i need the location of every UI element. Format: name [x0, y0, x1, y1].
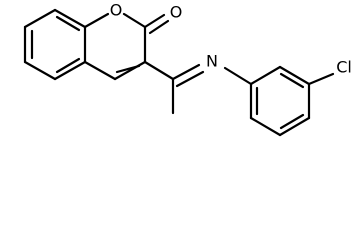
bond	[279, 72, 305, 89]
bond	[223, 66, 253, 86]
bond	[83, 60, 117, 81]
bond	[83, 12, 110, 29]
bond	[278, 116, 311, 137]
bond	[171, 63, 201, 81]
bond	[53, 8, 87, 29]
bond	[143, 60, 175, 81]
imine-nitrogen-label: N	[206, 52, 218, 71]
bond	[279, 113, 305, 130]
bond	[148, 19, 170, 35]
bond	[278, 65, 311, 86]
atom-labels: O O N Cl	[110, 1, 352, 77]
bond	[55, 15, 81, 32]
bond	[122, 12, 147, 29]
bond	[307, 72, 335, 86]
bond	[113, 60, 147, 81]
bond	[23, 8, 57, 29]
bond	[23, 60, 57, 81]
carbonyl-oxygen-label: O	[170, 3, 183, 22]
ring-oxygen-label: O	[110, 1, 123, 20]
bond	[55, 57, 81, 74]
bonds	[23, 8, 335, 137]
bond	[175, 70, 205, 88]
bond	[143, 13, 166, 29]
chlorine-label: Cl	[336, 58, 352, 77]
bond	[53, 60, 87, 81]
chemical-structure: O O N Cl	[23, 1, 352, 137]
bond	[249, 116, 282, 137]
bond	[249, 65, 282, 86]
bond	[115, 64, 141, 74]
